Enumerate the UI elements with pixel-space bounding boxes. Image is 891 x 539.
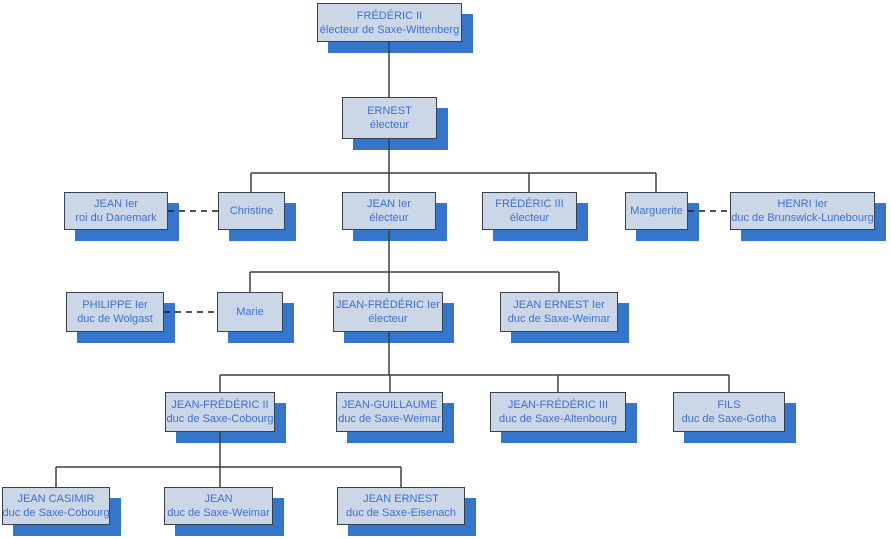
person-name: JEAN	[204, 493, 233, 505]
person-title: duc de Saxe-Gotha	[681, 413, 777, 425]
person-name: FILS	[717, 399, 741, 411]
person-name: JEAN-GUILLAUME	[341, 399, 438, 411]
person-jean-frederic-ii[interactable]: JEAN-FRÉDÉRIC II duc de Saxe-Cobourg	[165, 392, 275, 432]
person-name: HENRI Ier	[777, 198, 828, 210]
person-name: ERNEST	[367, 105, 412, 117]
person-philippe-ier[interactable]: PHILIPPE Ier duc de Wolgast	[66, 292, 164, 332]
person-jean-frederic-iii[interactable]: JEAN-FRÉDÉRIC III duc de Saxe-Altenbourg	[490, 392, 626, 432]
person-name: JEAN-FRÉDÉRIC II	[171, 399, 269, 411]
person-name: PHILIPPE Ier	[82, 299, 148, 311]
person-jean-frederic-ier[interactable]: JEAN-FRÉDÉRIC Ier électeur	[333, 292, 443, 332]
person-name: JEAN Ier	[93, 198, 138, 210]
person-name: JEAN-FRÉDÉRIC Ier	[336, 299, 440, 311]
person-title: électeur de Saxe-Wittenberg	[319, 23, 460, 36]
person-title: duc de Saxe-Weimar	[338, 413, 441, 425]
person-ernest[interactable]: ERNEST électeur	[342, 97, 437, 139]
person-name: Marie	[236, 306, 264, 318]
person-marie[interactable]: Marie	[217, 292, 283, 332]
person-jean-ier-danemark[interactable]: JEAN Ier roi du Danemark	[64, 192, 168, 230]
person-name: FRÉDÉRIC II	[356, 9, 423, 22]
person-title: duc de Saxe-Cobourg	[166, 413, 274, 425]
person-name: Christine	[229, 205, 274, 217]
person-title: duc de Saxe-Weimar	[507, 313, 611, 325]
person-title: électeur	[509, 212, 550, 224]
person-title: duc de Saxe-Weimar	[167, 507, 270, 519]
person-title: duc de Saxe-Altenbourg	[498, 413, 618, 425]
person-name: JEAN ERNEST	[363, 493, 439, 505]
person-name: FRÉDÉRIC III	[495, 198, 564, 210]
person-name: JEAN Ier	[366, 198, 411, 210]
person-title: roi du Danemark	[75, 212, 157, 224]
person-title: électeur	[369, 212, 409, 224]
person-jean-ernest-ier[interactable]: JEAN ERNEST Ier duc de Saxe-Weimar	[500, 292, 618, 332]
person-marguerite[interactable]: Marguerite	[625, 192, 688, 230]
person-jean-casimir[interactable]: JEAN CASIMIR duc de Saxe-Cobourg	[2, 487, 110, 525]
person-name: JEAN-FRÉDÉRIC III	[507, 399, 609, 411]
person-title: duc de Brunswick-Lunebourg	[731, 212, 874, 224]
person-fils[interactable]: FILS duc de Saxe-Gotha	[673, 392, 785, 432]
person-title: duc de Saxe-Eisenach	[345, 507, 457, 519]
person-christine[interactable]: Christine	[218, 192, 285, 230]
person-name: JEAN ERNEST Ier	[513, 299, 605, 311]
person-frederic-ii[interactable]: FRÉDÉRIC II électeur de Saxe-Wittenberg	[317, 3, 462, 42]
person-jean-ier-electeur[interactable]: JEAN Ier électeur	[342, 192, 436, 230]
person-jean-weimar[interactable]: JEAN duc de Saxe-Weimar	[164, 487, 273, 525]
person-name: JEAN CASIMIR	[17, 493, 95, 505]
person-name: Marguerite	[630, 205, 683, 217]
person-jean-guillaume[interactable]: JEAN-GUILLAUME duc de Saxe-Weimar	[336, 392, 443, 432]
person-frederic-iii[interactable]: FRÉDÉRIC III électeur	[482, 192, 577, 230]
person-title: duc de Wolgast	[77, 313, 153, 325]
person-title: duc de Saxe-Cobourg	[2, 507, 110, 519]
person-title: électeur	[369, 119, 410, 131]
person-title: électeur	[368, 313, 408, 325]
person-henri-ier[interactable]: HENRI Ier duc de Brunswick-Lunebourg	[730, 192, 875, 230]
person-jean-ernest-eisenach[interactable]: JEAN ERNEST duc de Saxe-Eisenach	[337, 487, 465, 525]
